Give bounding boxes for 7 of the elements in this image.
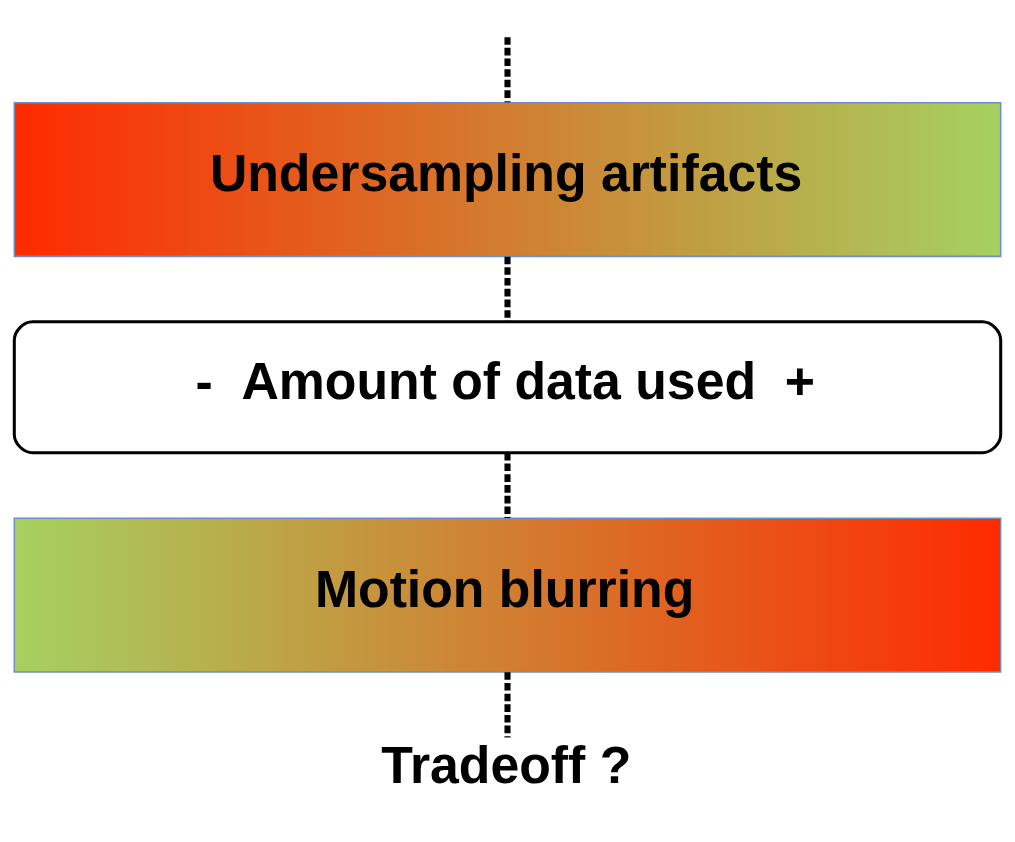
node-box: Motion blurring — [13, 517, 1002, 673]
node-text: Tradeoff ? — [381, 736, 632, 795]
node-box: Undersampling artifacts — [13, 101, 1002, 258]
node-box: - Amount of data used + — [12, 320, 1003, 455]
connector — [504, 453, 511, 519]
connector — [504, 672, 511, 738]
connector — [504, 37, 511, 103]
